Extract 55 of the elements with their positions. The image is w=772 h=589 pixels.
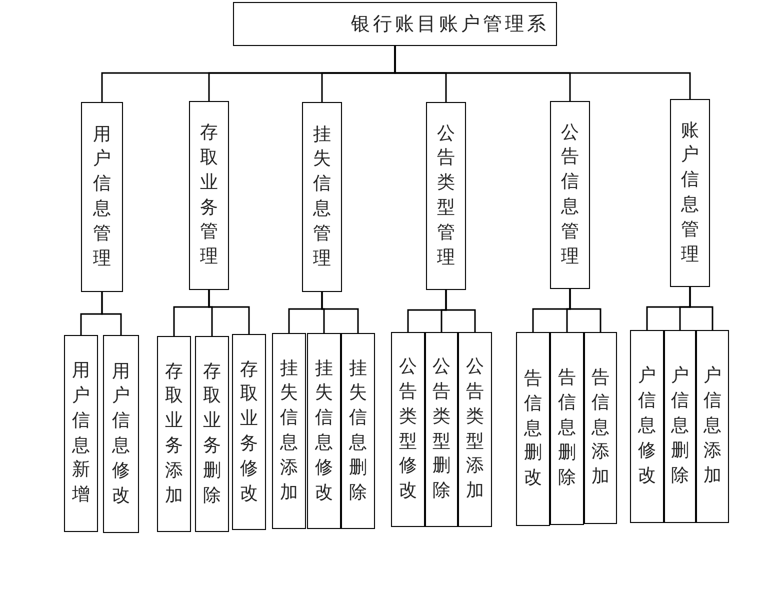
module-box (189, 101, 229, 290)
module-box (232, 334, 266, 530)
node-label: 挂失信息管理 (313, 122, 331, 271)
connector-line (445, 290, 476, 332)
node-label: 公告类型管理 (437, 122, 455, 270)
node-label: 告信息删改 (524, 366, 542, 490)
connector-line (569, 289, 602, 332)
module-box (426, 102, 466, 290)
node-label: 公告类型修改 (399, 355, 417, 504)
node-label: 告信息删除 (558, 366, 576, 490)
node-label: 公告信息管理 (561, 120, 579, 269)
node-label: 银行账目账户管理系 (351, 12, 549, 37)
node-label: 存取业务管理 (200, 121, 218, 270)
module-box (630, 330, 664, 523)
module-box (157, 336, 191, 532)
module-box (550, 332, 584, 525)
module-box (584, 332, 617, 524)
node-label: 公告类型删除 (432, 355, 450, 504)
node-label: 存取业务删除 (203, 360, 221, 508)
module-box (64, 335, 98, 532)
module-box (670, 99, 710, 287)
node-label: 挂失信息删除 (349, 356, 367, 505)
node-label: 告信息添加 (592, 366, 610, 490)
connector-line (208, 290, 250, 334)
connector-line (321, 292, 359, 333)
module-box (664, 330, 696, 523)
module-box (307, 333, 341, 529)
node-label: 存取业务添加 (165, 360, 183, 508)
connector-line (689, 287, 714, 330)
module-box (341, 333, 375, 529)
node-label: 户信息添加 (704, 364, 722, 488)
connector-line (101, 292, 122, 335)
node-label: 存取业务修改 (240, 358, 258, 506)
connector-line (394, 46, 691, 99)
title-box (233, 2, 557, 46)
node-label: 户信息修改 (638, 364, 656, 488)
node-label: 挂失信息添加 (280, 356, 298, 505)
node-label: 用户信息修改 (112, 360, 130, 508)
module-box (391, 332, 425, 527)
module-box (516, 332, 550, 526)
module-box (302, 102, 342, 292)
module-box (81, 102, 123, 292)
module-box (550, 101, 590, 289)
node-label: 公告类型添加 (466, 355, 484, 504)
node-label: 用户信息管理 (93, 122, 111, 271)
node-label: 挂失信息修改 (315, 356, 333, 505)
module-box (195, 336, 229, 532)
module-box (696, 330, 729, 523)
module-box (425, 332, 458, 527)
module-box (458, 332, 492, 527)
node-label: 账户信息管理 (681, 118, 699, 267)
module-box (272, 333, 306, 529)
node-label: 用户信息新增 (72, 359, 90, 508)
module-box (103, 335, 139, 533)
node-label: 户信息删除 (671, 364, 689, 488)
